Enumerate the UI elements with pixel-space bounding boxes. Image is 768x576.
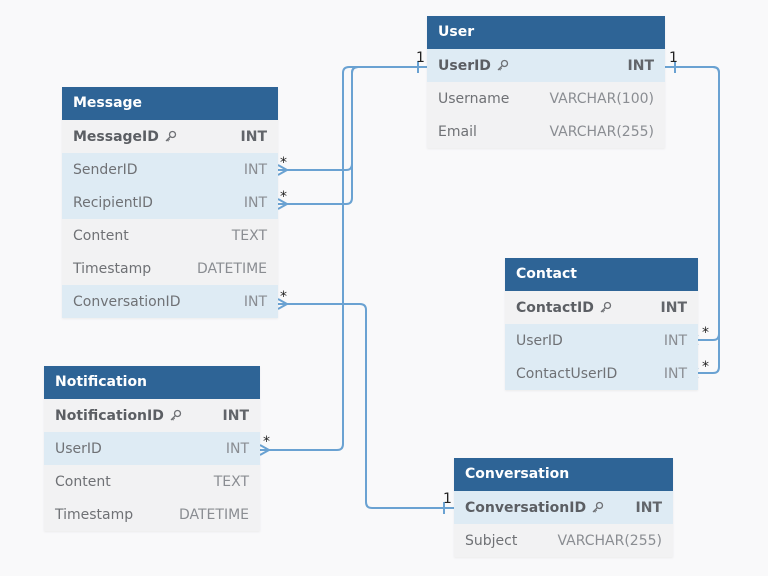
field-type: VARCHAR(255) bbox=[557, 532, 662, 549]
field-notification-content[interactable]: Content TEXT bbox=[44, 465, 260, 498]
field-type: INT bbox=[663, 332, 687, 349]
field-name: ContactUserID bbox=[516, 365, 618, 382]
field-user-username[interactable]: Username VARCHAR(100) bbox=[427, 82, 665, 115]
field-type: INT bbox=[635, 499, 662, 516]
field-contact-contactid[interactable]: ContactID INT bbox=[505, 291, 698, 324]
table-conversation-header[interactable]: Conversation bbox=[454, 458, 673, 491]
field-type: INT bbox=[243, 293, 267, 310]
field-name: SenderID bbox=[73, 161, 138, 178]
field-user-userid[interactable]: UserID INT bbox=[427, 49, 665, 82]
field-contact-userid[interactable]: UserID INT bbox=[505, 324, 698, 357]
field-type: INT bbox=[243, 194, 267, 211]
table-contact-header[interactable]: Contact bbox=[505, 258, 698, 291]
field-name: UserID bbox=[516, 332, 563, 349]
field-name: Timestamp bbox=[55, 506, 134, 523]
field-name: Content bbox=[73, 227, 129, 244]
field-message-recipientid[interactable]: RecipientID INT bbox=[62, 186, 278, 219]
field-name: NotificationID bbox=[55, 407, 164, 424]
cardinality-conversation-pk: 1 bbox=[443, 491, 452, 507]
field-name: MessageID bbox=[73, 128, 159, 145]
key-icon bbox=[496, 59, 509, 72]
key-icon bbox=[164, 130, 177, 143]
field-type: INT bbox=[240, 128, 267, 145]
crowfoot-recipient bbox=[277, 198, 290, 210]
field-notification-timestamp[interactable]: Timestamp DATETIME bbox=[44, 498, 260, 531]
field-name: Email bbox=[438, 123, 477, 140]
table-conversation[interactable]: Conversation ConversationID INT Subject … bbox=[454, 458, 673, 557]
field-name: UserID bbox=[55, 440, 102, 457]
field-type: INT bbox=[225, 440, 249, 457]
field-name: Timestamp bbox=[73, 260, 152, 277]
field-type: VARCHAR(255) bbox=[549, 123, 654, 140]
relation-contactuser-user[interactable] bbox=[665, 66, 720, 374]
field-user-email[interactable]: Email VARCHAR(255) bbox=[427, 115, 665, 148]
field-message-content[interactable]: Content TEXT bbox=[62, 219, 278, 252]
cardinality-sender: * bbox=[280, 155, 287, 171]
cardinality-contact-contactuser: * bbox=[702, 359, 709, 375]
field-type: TEXT bbox=[231, 227, 267, 244]
field-type: INT bbox=[627, 57, 654, 74]
field-notification-userid[interactable]: UserID INT bbox=[44, 432, 260, 465]
field-conversation-subject[interactable]: Subject VARCHAR(255) bbox=[454, 524, 673, 557]
cardinality-conversation-fk: * bbox=[280, 289, 287, 305]
field-name: ContactID bbox=[516, 299, 594, 316]
field-type: TEXT bbox=[213, 473, 249, 490]
crowfoot-notification-user bbox=[259, 444, 272, 456]
table-user[interactable]: User UserID INT Username VARCHAR(100) Em… bbox=[427, 16, 665, 148]
crowfoot-conversationid bbox=[277, 298, 290, 310]
field-message-senderid[interactable]: SenderID INT bbox=[62, 153, 278, 186]
field-name: RecipientID bbox=[73, 194, 153, 211]
key-icon bbox=[591, 501, 604, 514]
relation-recipient-user[interactable] bbox=[278, 66, 427, 205]
field-conversation-conversationid[interactable]: ConversationID INT bbox=[454, 491, 673, 524]
field-type: INT bbox=[243, 161, 267, 178]
field-message-messageid[interactable]: MessageID INT bbox=[62, 120, 278, 153]
crowfoot-sender bbox=[277, 164, 290, 176]
cardinality-recipient: * bbox=[280, 189, 287, 205]
table-notification-header[interactable]: Notification bbox=[44, 366, 260, 399]
field-notification-notificationid[interactable]: NotificationID INT bbox=[44, 399, 260, 432]
field-type: VARCHAR(100) bbox=[549, 90, 654, 107]
field-name: Subject bbox=[465, 532, 518, 549]
table-contact[interactable]: Contact ContactID INT UserID INT Contact… bbox=[505, 258, 698, 390]
field-name: Content bbox=[55, 473, 111, 490]
relation-notification-user[interactable] bbox=[260, 66, 427, 451]
relation-message-conversation[interactable] bbox=[278, 303, 454, 509]
field-type: DATETIME bbox=[196, 260, 267, 277]
table-message-header[interactable]: Message bbox=[62, 87, 278, 120]
field-type: INT bbox=[660, 299, 687, 316]
key-icon bbox=[599, 301, 612, 314]
field-name: UserID bbox=[438, 57, 491, 74]
field-type: INT bbox=[222, 407, 249, 424]
field-name: ConversationID bbox=[73, 293, 181, 310]
field-name: ConversationID bbox=[465, 499, 587, 516]
field-message-conversationid[interactable]: ConversationID INT bbox=[62, 285, 278, 318]
cardinality-user-right: 1 bbox=[669, 50, 678, 66]
key-icon bbox=[169, 409, 182, 422]
field-contact-contactuserid[interactable]: ContactUserID INT bbox=[505, 357, 698, 390]
cardinality-contact-user: * bbox=[702, 325, 709, 341]
cardinality-user-left: 1 bbox=[416, 50, 425, 66]
table-user-header[interactable]: User bbox=[427, 16, 665, 49]
field-name: Username bbox=[438, 90, 510, 107]
table-notification[interactable]: Notification NotificationID INT UserID I… bbox=[44, 366, 260, 531]
field-message-timestamp[interactable]: Timestamp DATETIME bbox=[62, 252, 278, 285]
table-message[interactable]: Message MessageID INT SenderID INT Recip… bbox=[62, 87, 278, 318]
cardinality-notification-user: * bbox=[263, 434, 270, 450]
field-type: DATETIME bbox=[178, 506, 249, 523]
field-type: INT bbox=[663, 365, 687, 382]
